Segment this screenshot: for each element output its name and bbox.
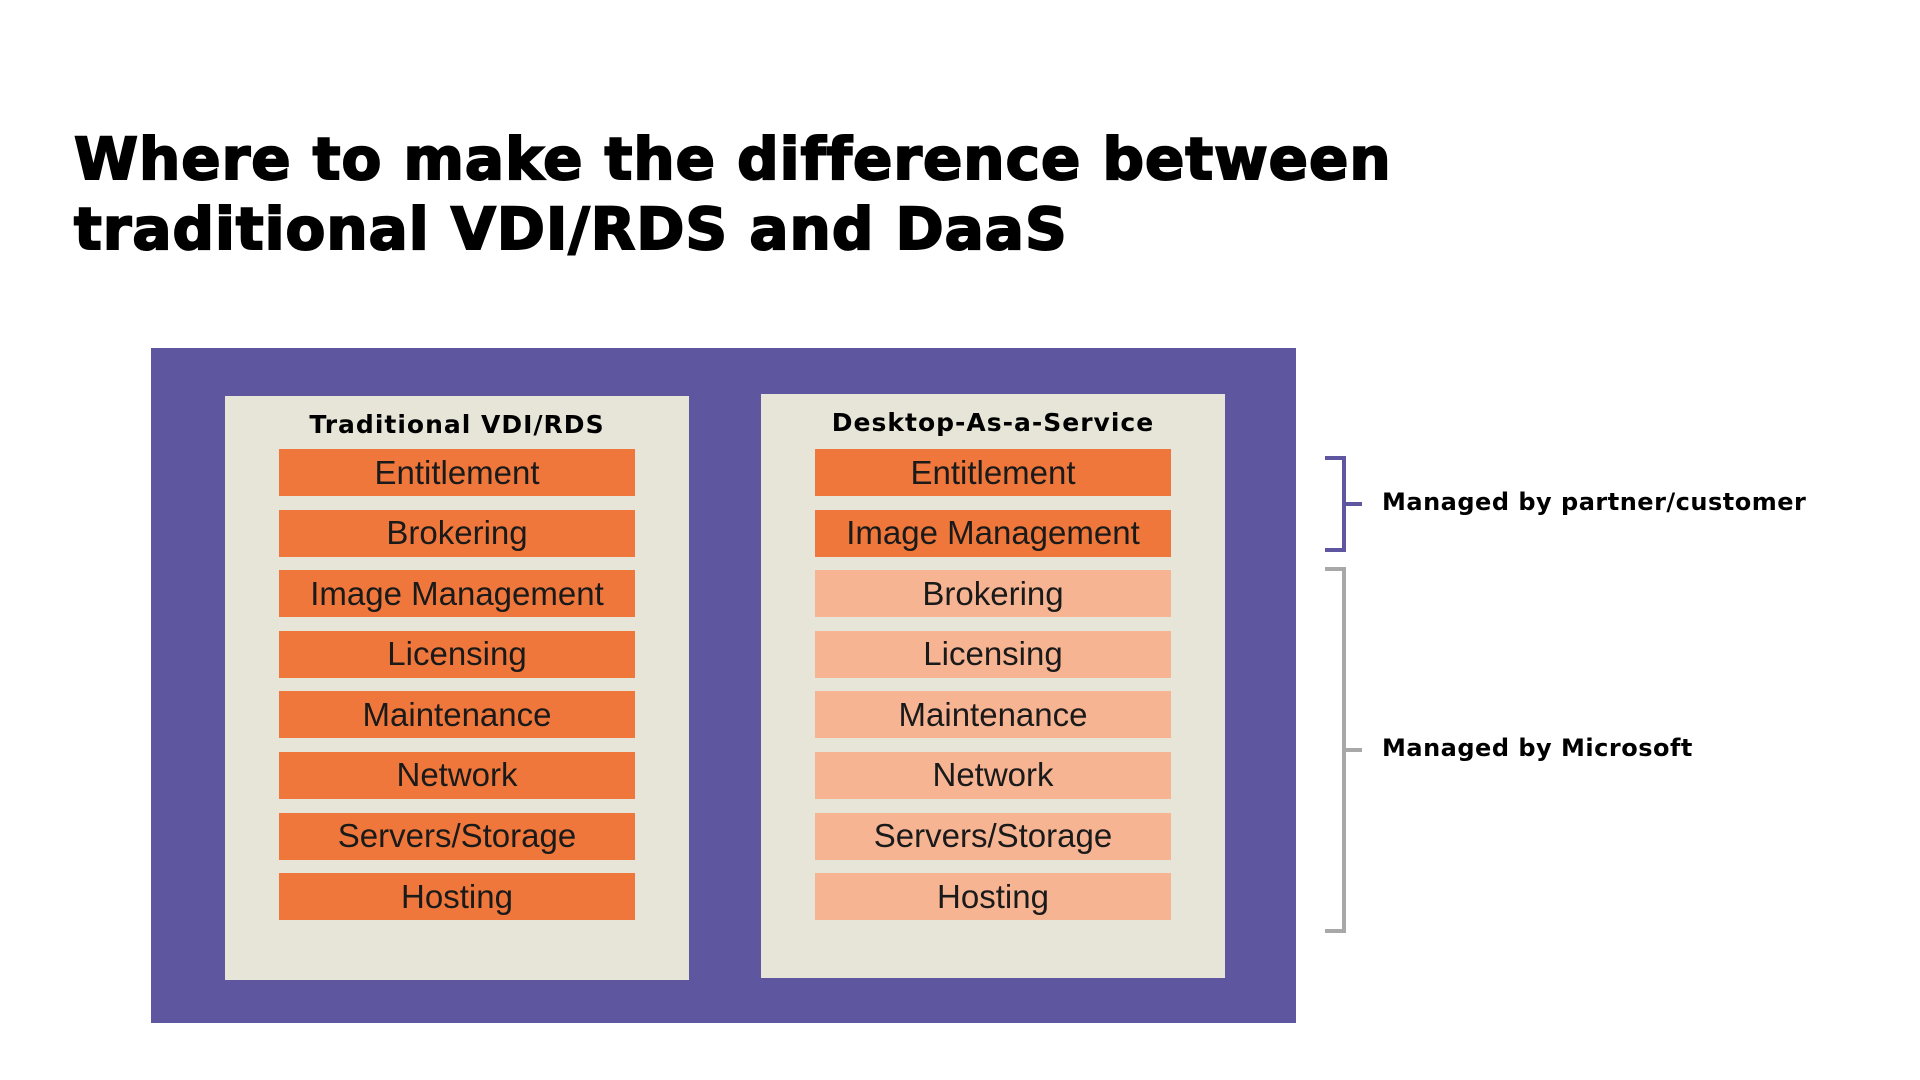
layer-servers-storage: Servers/Storage — [815, 812, 1171, 860]
layer-hosting: Hosting — [279, 873, 635, 921]
layer-servers-storage: Servers/Storage — [279, 812, 635, 860]
layer-entitlement: Entitlement — [279, 449, 635, 496]
layer-licensing: Licensing — [815, 630, 1171, 678]
customer-bracket-tick — [1346, 502, 1362, 506]
layer-brokering: Brokering — [279, 509, 635, 557]
microsoft-bracket-tick — [1346, 748, 1362, 752]
layer-entitlement: Entitlement — [815, 449, 1171, 496]
layer-image-management: Image Management — [279, 570, 635, 618]
title-line-2: traditional VDI/RDS and DaaS — [73, 194, 1068, 264]
daas-panel: Desktop-As-a-Service Entitlement Image M… — [761, 394, 1225, 978]
panel-title: Desktop-As-a-Service — [831, 408, 1155, 437]
customer-managed-bracket — [1325, 456, 1346, 552]
layer-network: Network — [279, 751, 635, 799]
microsoft-managed-bracket — [1325, 567, 1346, 933]
layer-maintenance: Maintenance — [279, 691, 635, 739]
customer-managed-label: Managed by partner/customer — [1382, 488, 1807, 516]
traditional-vdi-panel: Traditional VDI/RDS Entitlement Brokerin… — [225, 396, 689, 980]
layer-list: Entitlement Brokering Image Management L… — [279, 449, 635, 934]
title-line-1: Where to make the difference between — [73, 124, 1392, 194]
layer-hosting: Hosting — [815, 873, 1171, 921]
panel-title: Traditional VDI/RDS — [309, 410, 605, 439]
layer-list: Entitlement Image Management Brokering L… — [815, 449, 1171, 934]
page-title: Where to make the difference between tra… — [73, 124, 1774, 264]
layer-network: Network — [815, 751, 1171, 799]
layer-maintenance: Maintenance — [815, 691, 1171, 739]
layer-image-management: Image Management — [815, 509, 1171, 557]
layer-brokering: Brokering — [815, 570, 1171, 618]
microsoft-managed-label: Managed by Microsoft — [1382, 734, 1693, 762]
layer-licensing: Licensing — [279, 630, 635, 678]
